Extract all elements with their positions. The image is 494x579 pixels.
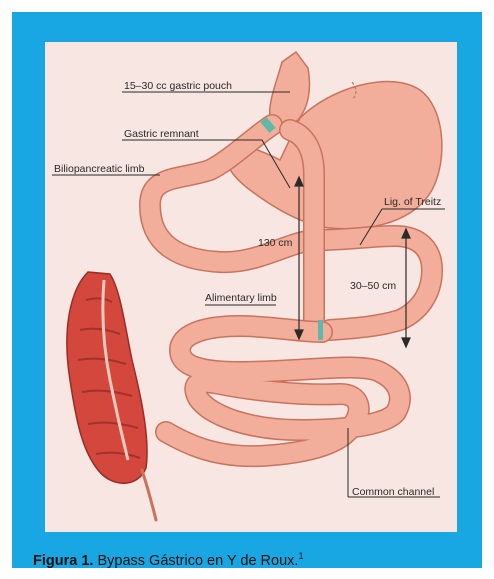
colon (67, 272, 156, 520)
caption-text: Bypass Gástrico en Y de Roux. (93, 553, 298, 569)
label-length-130: 130 cm (258, 237, 293, 249)
gastric-pouch (270, 52, 310, 124)
label-gastric-remnant: Gastric remnant (124, 128, 199, 140)
label-common-channel: Common channel (352, 486, 434, 498)
label-biliopancreatic-limb: Biliopancreatic limb (54, 163, 145, 175)
label-length-30-50: 30–50 cm (350, 280, 396, 292)
label-gastric-pouch: 15–30 cc gastric pouch (124, 80, 232, 92)
label-ligament-treitz: Lig. of Treitz (384, 196, 441, 208)
label-alimentary-limb: Alimentary limb (205, 292, 277, 304)
caption-reference: 1 (298, 551, 303, 561)
figure-caption: Figura 1. Bypass Gástrico en Y de Roux.1 (33, 553, 303, 575)
caption-prefix: Figura 1. (33, 553, 93, 569)
